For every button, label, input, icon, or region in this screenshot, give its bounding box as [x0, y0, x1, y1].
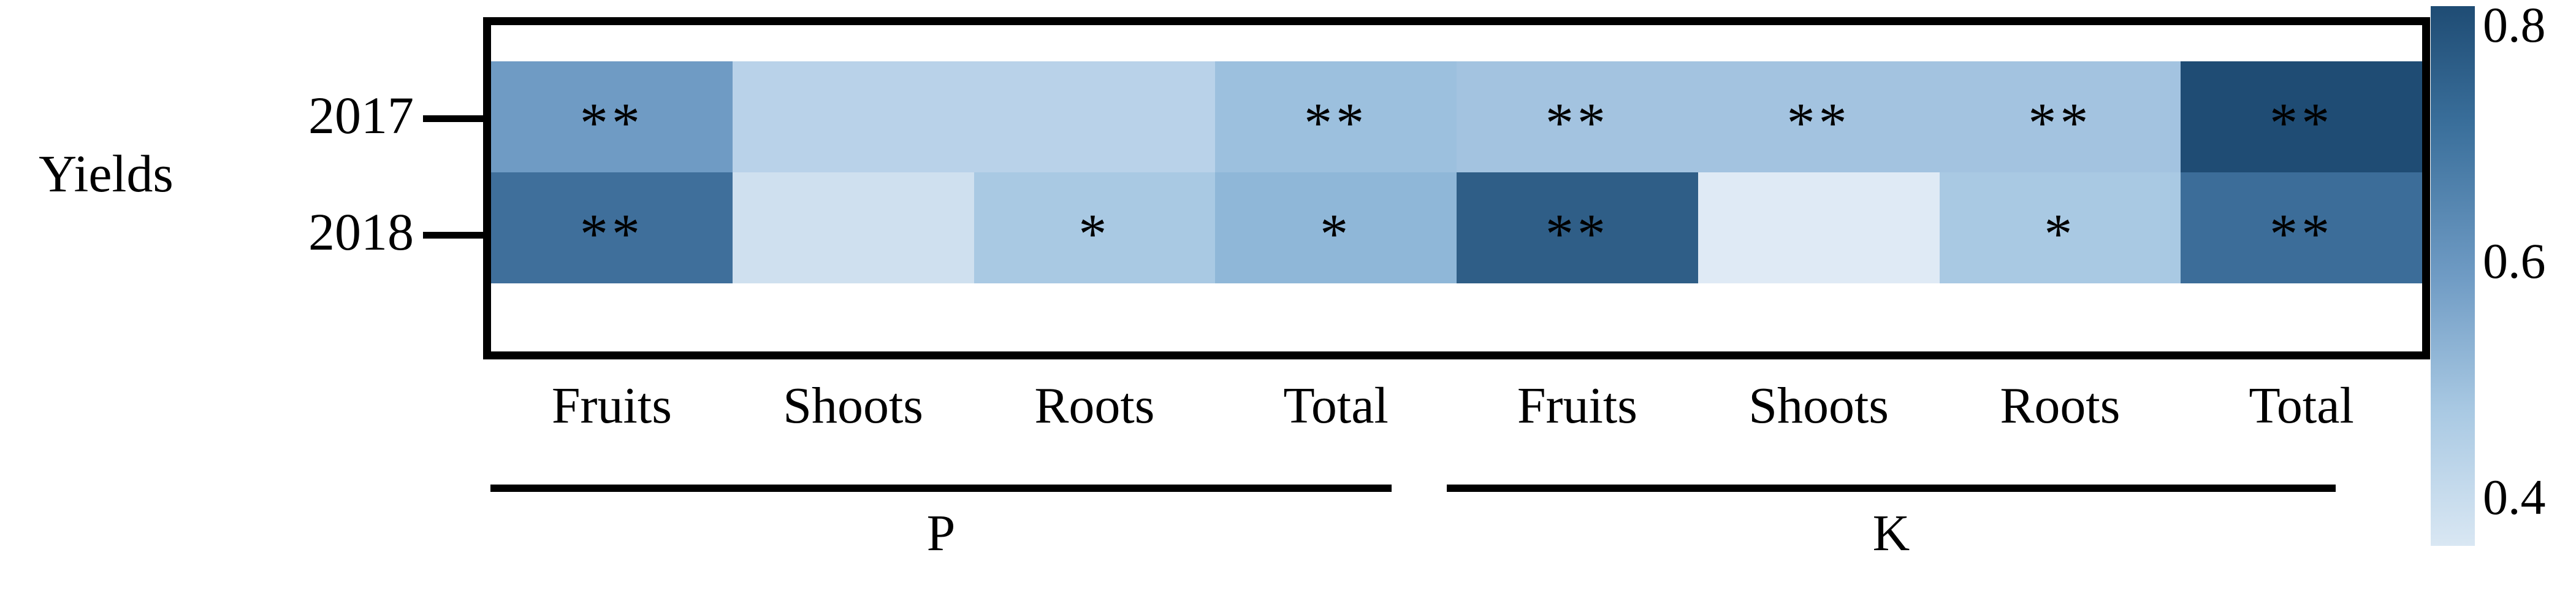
- colorbar-tick-0: 0.8: [2483, 0, 2546, 53]
- significance-marker: **: [1304, 91, 1368, 154]
- heatmap-cell: [974, 61, 1216, 172]
- significance-marker: **: [2269, 202, 2334, 265]
- significance-marker: *: [1320, 202, 1352, 265]
- significance-marker: **: [2028, 91, 2092, 154]
- heatmap-cell: **: [491, 172, 733, 283]
- heatmap-grid: *********************: [491, 61, 2422, 283]
- column-label: Roots: [1034, 377, 1155, 434]
- column-label: Shoots: [783, 377, 923, 434]
- heatmap-cell: *: [1215, 172, 1457, 283]
- heatmap-cell: **: [1939, 61, 2181, 172]
- group-underline-k: [1447, 485, 2336, 492]
- significance-marker: **: [579, 202, 644, 265]
- heatmap-cell: *: [974, 172, 1216, 283]
- heatmap-cell: **: [1457, 172, 1698, 283]
- significance-marker: *: [2044, 202, 2076, 265]
- significance-marker: **: [579, 91, 644, 154]
- row-tick-2018: [423, 232, 484, 239]
- heatmap-cell: **: [2181, 61, 2422, 172]
- group-label-p: P: [926, 505, 956, 562]
- significance-marker: **: [2269, 91, 2334, 154]
- significance-marker: *: [1078, 202, 1111, 265]
- column-label: Roots: [2000, 377, 2121, 434]
- group-label-k: K: [1872, 505, 1910, 562]
- heatmap-cell: *: [1939, 172, 2181, 283]
- row-label-2017: 2017: [308, 86, 414, 145]
- heatmap-cell: **: [1457, 61, 1698, 172]
- heatmap-cell: **: [491, 61, 733, 172]
- significance-marker: **: [1786, 91, 1851, 154]
- heatmap-cell: **: [1698, 61, 1940, 172]
- column-label: Total: [1283, 377, 1389, 434]
- significance-marker: **: [1545, 202, 1609, 265]
- column-label: Fruits: [551, 377, 672, 434]
- column-label: Total: [2249, 377, 2354, 434]
- colorbar-tick-2: 0.4: [2483, 469, 2546, 525]
- heatmap-cell: **: [1215, 61, 1457, 172]
- row-label-2018: 2018: [308, 202, 414, 261]
- group-underline-p: [490, 485, 1392, 492]
- y-axis-title: Yields: [39, 144, 173, 203]
- column-labels: Fruits Shoots Roots Total Fruits Shoots Roots T…: [491, 375, 2422, 449]
- heatmap-cell: **: [2181, 172, 2422, 283]
- column-label: Shoots: [1748, 377, 1889, 434]
- heatmap-cell: [732, 172, 974, 283]
- colorbar-gradient: [2431, 6, 2475, 546]
- significance-marker: **: [1545, 91, 1609, 154]
- colorbar-tick-1: 0.6: [2483, 233, 2546, 289]
- heatmap-cell: [1698, 172, 1940, 283]
- row-tick-2017: [423, 115, 484, 122]
- column-label: Fruits: [1517, 377, 1637, 434]
- heatmap-cell: [732, 61, 974, 172]
